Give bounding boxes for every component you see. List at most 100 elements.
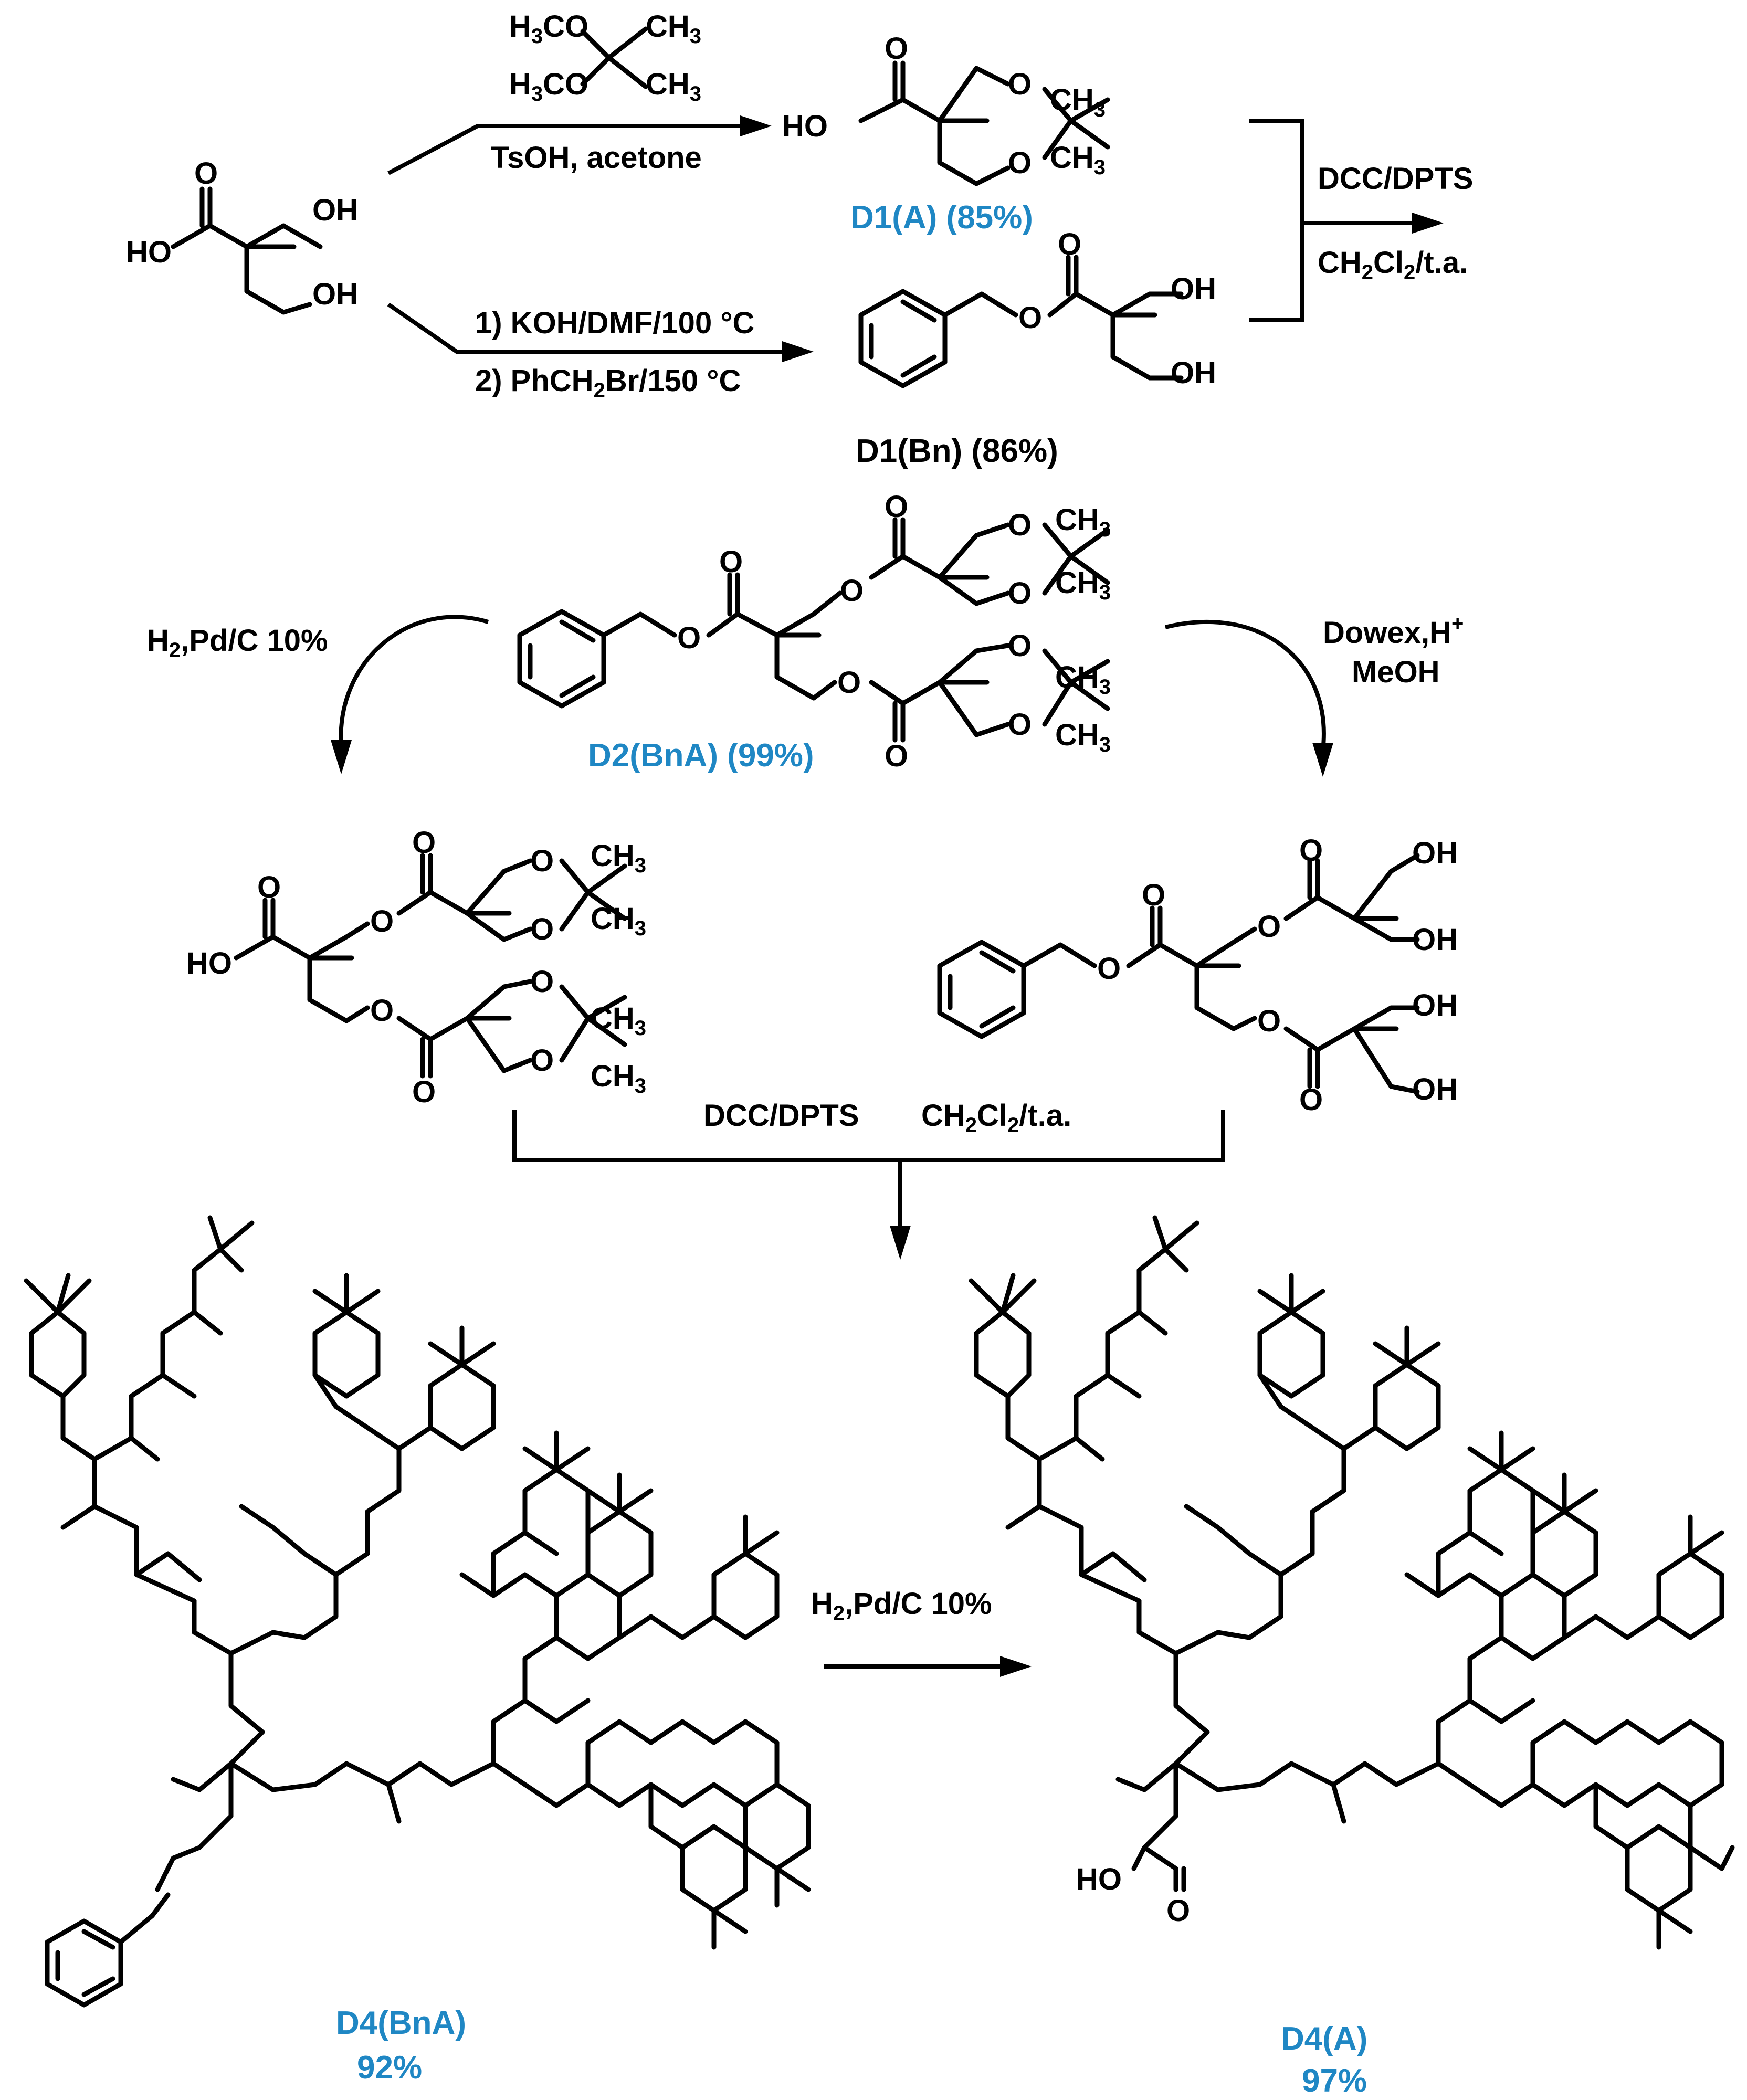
atom-ch3: CH (1055, 503, 1099, 537)
superscript: + (1451, 612, 1464, 635)
subscript: 2 (169, 639, 181, 662)
svg-text:CH3: CH3 (646, 67, 701, 105)
atom-o: O (370, 904, 394, 938)
step4-right-condition-1: Dowex,H+ (1323, 612, 1464, 650)
svg-text:CH3: CH3 (591, 902, 646, 940)
label-d4bna: D4(BnA) (336, 2005, 466, 2041)
atom-o: O (530, 965, 554, 999)
step5-solvent: CH2Cl2/t.a. (921, 1099, 1071, 1137)
label-d4bna-yield: 92% (357, 2050, 422, 2086)
atom-ch3: CH (591, 1059, 635, 1093)
svg-text:H3CO: H3CO (509, 67, 588, 105)
atom-o: O (1257, 1004, 1281, 1038)
atom-o: O (837, 666, 861, 700)
atom-o: O (370, 994, 394, 1028)
atom-o: O (412, 826, 436, 860)
atom-oh: OH (312, 277, 358, 311)
atom-ho: HO (1076, 1862, 1122, 1896)
arrow-step1 (387, 115, 772, 175)
step3-reagent: DCC/DPTS (1318, 162, 1473, 196)
atom-o: O (1058, 227, 1081, 261)
subscript: 3 (690, 25, 701, 48)
svg-text:CH3: CH3 (1055, 660, 1111, 699)
subscript: 2 (1362, 261, 1373, 284)
subscript: 3 (1099, 518, 1111, 541)
step1-conditions: TsOH, acetone (491, 141, 702, 175)
atom-oh: OH (312, 193, 358, 227)
svg-text:CH3: CH3 (1055, 503, 1111, 541)
atom-o: O (1142, 878, 1165, 912)
arrow-step3 (1249, 119, 1444, 322)
atom-o: O (530, 1043, 554, 1078)
label-d4a-yield: 97% (1302, 2063, 1367, 2099)
cond-text: ,Pd/C 10% (845, 1587, 992, 1621)
atom-o: O (194, 156, 218, 191)
atom-o: O (1018, 301, 1042, 335)
atom-oh: OH (1412, 923, 1458, 957)
atom-o: O (1299, 1083, 1323, 1117)
svg-text:CH3: CH3 (591, 1001, 646, 1040)
svg-text:CH3: CH3 (1055, 566, 1111, 604)
atom-o: O (530, 912, 554, 946)
arrow-step6 (824, 1656, 1032, 1677)
step2-cond-text: 2) PhCH (475, 364, 594, 398)
subscript: 3 (635, 1017, 646, 1040)
subscript: 3 (1099, 733, 1111, 756)
atom-o: O (677, 621, 701, 655)
atom-ch3: CH (591, 1001, 635, 1036)
reagent-dmp-text: H (509, 9, 531, 44)
subscript: 3 (1099, 676, 1111, 699)
solvent-text: /t.a. (1415, 246, 1468, 280)
arrow-step2 (387, 302, 814, 362)
solvent-text: Cl (1373, 246, 1404, 280)
svg-text:H3CO: H3CO (509, 9, 588, 48)
atom-ch3: CH (1055, 660, 1099, 694)
arrow-step5 (512, 1110, 1225, 1260)
step4-left-conditions: H2,Pd/C 10% (147, 624, 328, 662)
step6-conditions: H2,Pd/C 10% (811, 1587, 992, 1625)
solvent-text: CH (921, 1099, 965, 1133)
molecule-d2bna: O O O O O O O O O O CH3 CH3 CH3 CH3 (517, 490, 1111, 773)
atom-o: O (840, 574, 864, 608)
molecule-d2-acid: O HO O O O O O O O O CH3 CH3 CH3 CH3 (186, 826, 646, 1109)
svg-text:CH3: CH3 (1050, 83, 1106, 121)
atom-o: O (1008, 146, 1032, 180)
atom-o: O (1008, 508, 1032, 542)
atom-o: O (257, 870, 281, 904)
atom-o: O (1008, 629, 1032, 663)
atom-o: O (530, 844, 554, 878)
atom-oh: OH (1171, 272, 1216, 306)
atom-o: O (1257, 910, 1281, 944)
reagent-dmp-text: CH (646, 9, 690, 44)
atom-ch3: CH (1050, 141, 1094, 175)
reagent-dmp: H3CO CH3 H3CO CH3 (509, 9, 701, 105)
atom-o: O (1008, 67, 1032, 101)
atom-o: O (1097, 952, 1121, 986)
subscript: 2 (1007, 1114, 1019, 1137)
label-d4a: D4(A) (1281, 2021, 1367, 2057)
subscript: 2 (965, 1114, 977, 1137)
step3-solvent: CH2Cl2/t.a. (1318, 246, 1468, 284)
subscript: 3 (531, 82, 543, 105)
atom-ch3: CH (1055, 718, 1099, 752)
atom-o: O (1008, 576, 1032, 610)
subscript: 2 (833, 1602, 845, 1625)
subscript: 3 (690, 82, 701, 105)
atom-ch3: CH (591, 902, 635, 936)
atom-oh: OH (1412, 988, 1458, 1022)
atom-o: O (885, 490, 908, 524)
cond-text: H (147, 624, 169, 658)
step2-condition-2: 2) PhCH2Br/150 °C (475, 364, 741, 402)
label-d1bn: D1(Bn) (86%) (856, 433, 1058, 469)
molecule-d2-tetraol: O O O O O O OH OH OH OH (937, 833, 1458, 1117)
atom-o: O (719, 545, 743, 579)
atom-o: O (412, 1075, 436, 1109)
step2-condition-1: 1) KOH/DMF/100 °C (475, 306, 754, 340)
molecule-d1a: O HO O O CH3 CH3 (782, 31, 1110, 186)
svg-text:CH3: CH3 (591, 1059, 646, 1098)
atom-oh: OH (1171, 356, 1216, 390)
atom-o: O (1166, 1894, 1190, 1928)
atom-o: O (885, 739, 908, 773)
label-d2bna: D2(BnA) (99%) (588, 737, 814, 774)
solvent-text: CH (1318, 246, 1362, 280)
